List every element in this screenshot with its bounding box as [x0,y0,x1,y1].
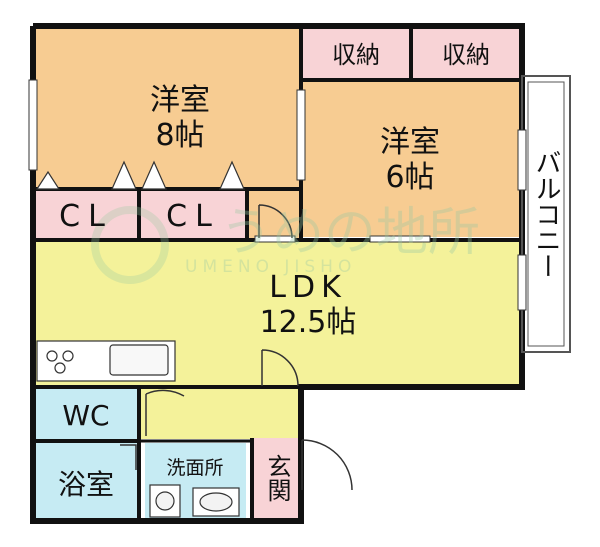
wc-fill [33,389,139,439]
closet-doors [35,160,245,190]
windows [28,79,527,311]
storage-2-fill [411,26,522,80]
ldk-name: LDK [269,270,347,305]
balcony-label: バルコニー [531,149,561,279]
watermark-logo-text: うめの地所 [220,203,480,263]
wc-label: WC [62,399,109,432]
entrance-label: 玄関 [263,454,291,502]
balcony-fill [522,76,570,352]
entrance-fill [252,438,301,521]
bath-label: 浴室 [58,468,114,501]
balcony-outline [521,75,571,353]
corridor-fill [139,387,301,439]
bath-fill [33,443,139,521]
storage-1-label: 収納 [332,41,380,69]
ldk-size: 12.5帖 [260,305,357,340]
closet-2-label: CL [166,199,220,234]
bedroom-8-fill [33,26,301,189]
closet-1-fill [33,189,139,239]
watermark-sub-text: UMENO JISHO [185,257,356,277]
bedroom-6-size: 6帖 [385,160,434,195]
bedroom-8-size: 8帖 [155,118,204,153]
bedroom-8-name: 洋室 [150,83,210,118]
door-swings [120,204,353,491]
closet-1-label: CL [59,199,113,234]
storage-1-fill [301,26,411,80]
bedroom-6-fill [301,80,522,237]
washroom-label: 洗面所 [166,457,223,479]
storage-2-label: 収納 [442,41,490,69]
watermark-logo: うめの地所 UMENO JISHO [91,203,480,284]
bedroom-6-name: 洋室 [380,125,440,160]
kitchen-counter [36,340,176,382]
closet-2-fill [139,189,247,239]
washroom-fixtures [149,484,240,518]
